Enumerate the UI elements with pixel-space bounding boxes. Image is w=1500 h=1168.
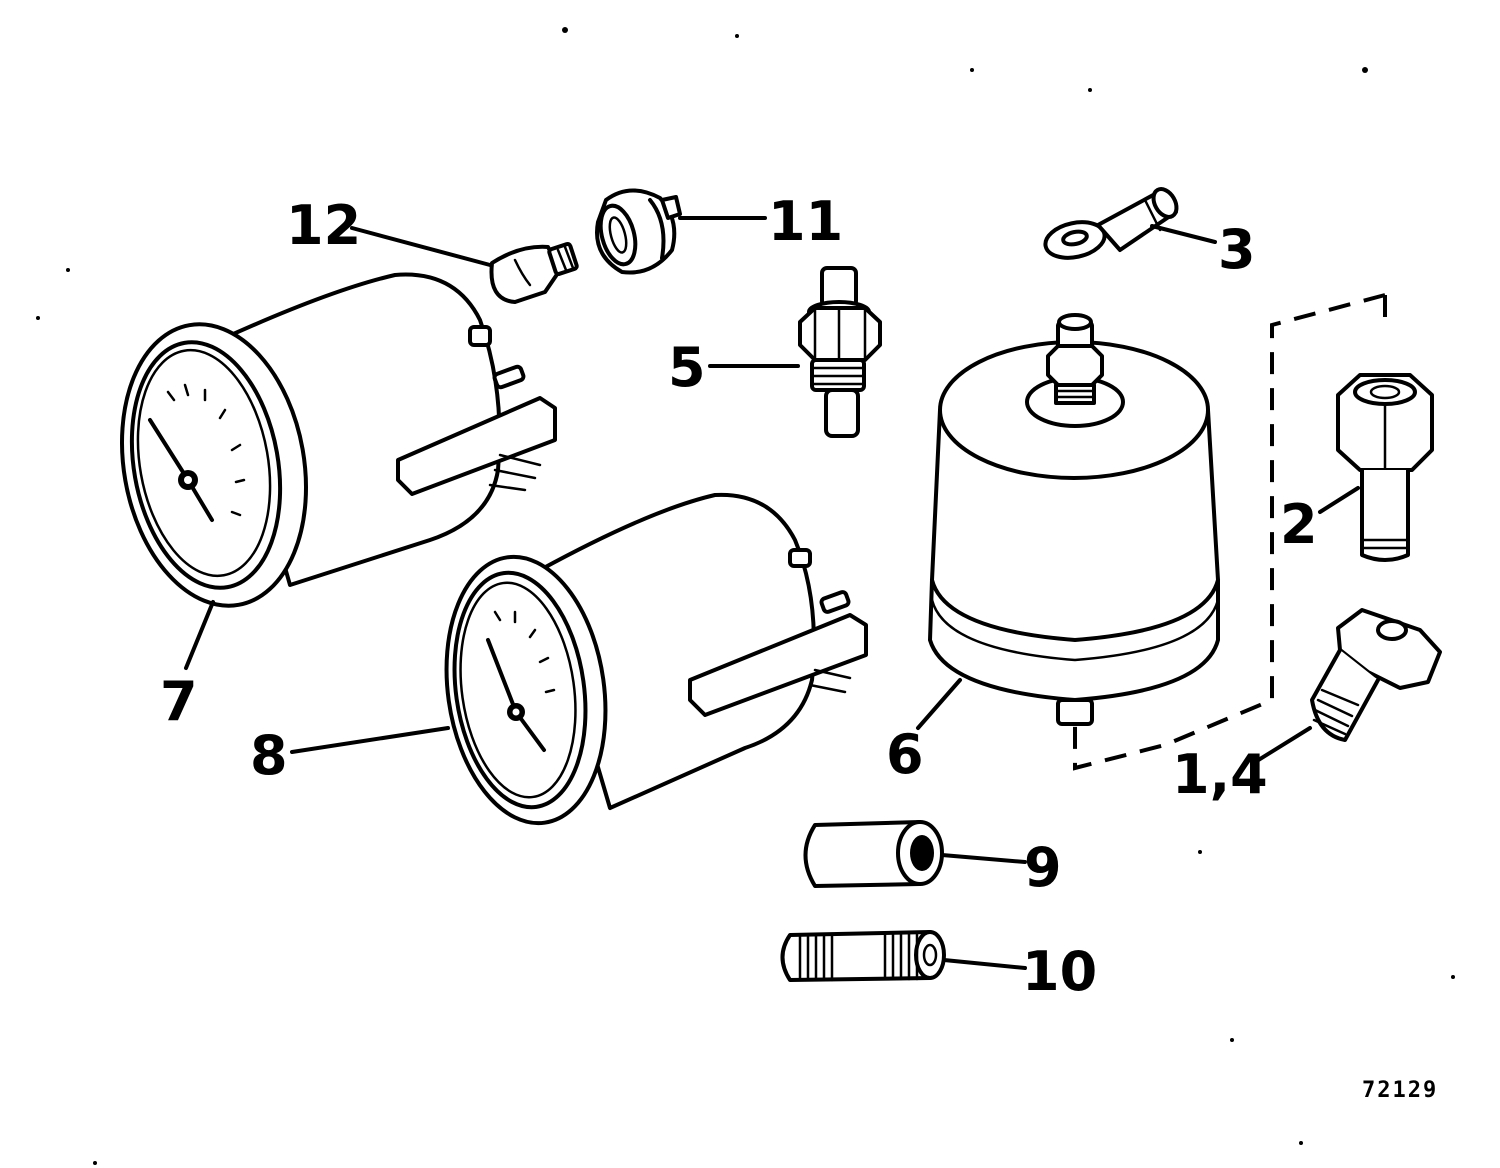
part-8-gauge — [444, 492, 868, 826]
leader-10 — [942, 958, 1027, 970]
callout-9: 9 — [1024, 836, 1062, 899]
part-3-ring-terminal — [1043, 187, 1179, 260]
figure-number: 72129 — [1362, 1078, 1438, 1103]
part-7-gauge — [120, 272, 557, 608]
part-11-socket — [595, 188, 682, 275]
part-9-sleeve — [803, 820, 944, 888]
assembly-dashed-line — [1073, 293, 1387, 771]
callout-11: 11 — [768, 190, 843, 253]
part-1-4-elbow-fitting — [1310, 608, 1442, 742]
callout-5: 5 — [668, 336, 706, 399]
leader-14 — [1250, 726, 1312, 766]
callout-6: 6 — [886, 723, 924, 786]
leader-9 — [940, 853, 1027, 864]
part-10-nipple — [780, 930, 946, 982]
callout-labels: 12 11 3 5 2 7 8 6 1,4 9 10 — [160, 190, 1318, 1003]
callout-12: 12 — [286, 194, 361, 257]
part-6-pressure-sender — [928, 313, 1220, 726]
leader-8 — [290, 726, 450, 754]
leader-lines — [184, 216, 1360, 970]
scan-specks — [36, 27, 1455, 1165]
leader-12 — [350, 226, 492, 267]
callout-10: 10 — [1022, 940, 1097, 1003]
leader-7 — [184, 600, 215, 670]
callout-3: 3 — [1218, 218, 1256, 281]
part-12-bulb — [489, 242, 579, 304]
leader-3 — [1150, 224, 1217, 244]
leader-6 — [916, 678, 962, 730]
callout-7: 7 — [160, 670, 198, 733]
leader-2 — [1318, 486, 1360, 514]
callout-1-4: 1,4 — [1172, 743, 1268, 806]
callout-2: 2 — [1280, 493, 1318, 556]
part-2-fitting — [1336, 373, 1434, 562]
part-5-sender — [798, 266, 882, 438]
callout-8: 8 — [250, 724, 288, 787]
